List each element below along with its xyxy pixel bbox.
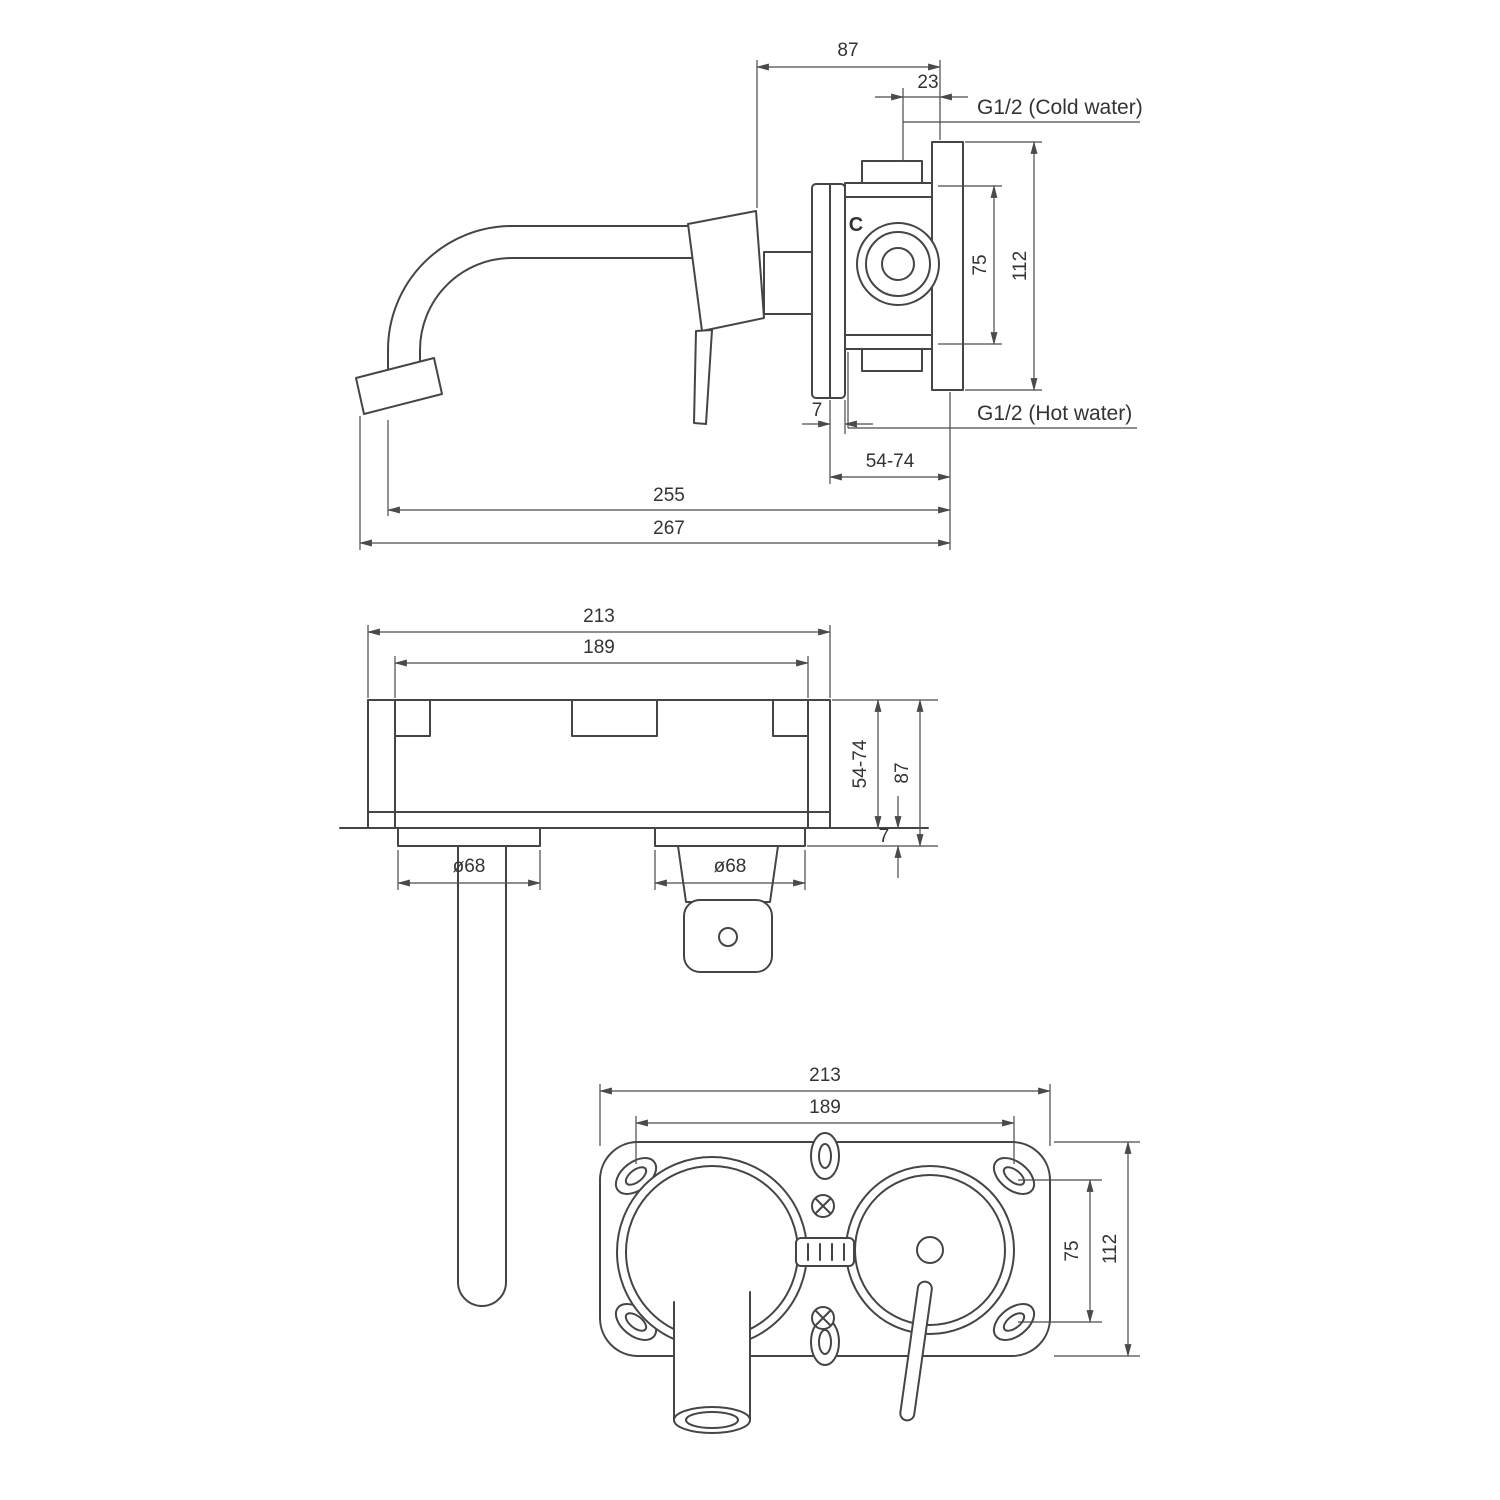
ear-slot [1002,1166,1026,1186]
body-tab-center [571,699,658,737]
spout-tube-mask [675,1296,749,1422]
spout-aerator-collar [355,357,443,415]
cold-water-label: G1/2 (Cold water) [977,96,1143,119]
dim-87: 87 [892,762,913,783]
spout-outer-outline [387,225,701,377]
dim-213: 213 [809,1065,841,1086]
rough-in-body [367,699,831,829]
front-view-dimensions: 213 189 75 112 [598,1065,1140,1358]
dim-189: 189 [809,1097,841,1118]
valve-outlet-circle-inner [881,247,915,281]
ear-outline [992,1157,1036,1195]
valve-top-port [861,160,923,184]
screw-slot [815,1310,831,1326]
screw [811,1306,835,1330]
dim-75: 75 [970,254,991,275]
handle-socket [718,927,738,947]
body-tab-right [772,699,809,737]
handle-lever [899,1280,933,1422]
handle-pivot [916,1236,944,1264]
ear-slot [624,1166,648,1186]
ear-outline [810,1132,840,1180]
handle-stem [763,251,813,315]
dim-54-74: 54-74 [866,451,915,472]
spout-inner-outline [419,257,701,369]
dim-213: 213 [583,606,615,627]
handle-escutcheon [654,827,806,847]
ear-slot [1002,1312,1026,1332]
ear-slot [818,1143,832,1169]
handle-lever-rod [693,329,713,425]
dim-267: 267 [653,518,685,539]
ear-slot [624,1312,648,1332]
ear-slot [818,1329,832,1355]
side-view: C [355,40,1143,550]
dim-255: 255 [653,485,685,506]
plan-view-dimensions: 213 189 ø68 ø68 54-74 87 7 [366,606,938,890]
ear-outline [992,1303,1036,1341]
mounting-ear [810,1132,840,1180]
dim-189: 189 [583,637,615,658]
plan-view-geometry [339,699,929,1307]
plan-view: 213 189 ø68 ø68 54-74 87 7 [339,606,938,1307]
hot-water-label: G1/2 (Hot water) [977,402,1132,425]
side-view-dimensions: 87 23 G1/2 (Cold water) 75 112 G1/2 (Hot… [358,40,1143,550]
screw-slot [815,1198,831,1214]
dim-7: 7 [879,826,890,847]
screw [811,1194,835,1218]
spout-tube-bore [685,1411,739,1429]
dim-75: 75 [1062,1240,1083,1261]
handle-knob [683,899,773,973]
dim-54-74: 54-74 [850,739,871,788]
spout-tube [457,845,507,1307]
front-view-geometry [599,1132,1051,1434]
mounting-ear [992,1303,1036,1341]
dim-23: 23 [917,72,938,93]
lever-rod [899,1280,933,1422]
handle-body [687,210,765,332]
dim-112: 112 [1010,251,1031,281]
spout-escutcheon [397,827,541,847]
dim-112: 112 [1100,1234,1121,1264]
dim-dia68-right: ø68 [714,856,747,877]
wall-plate [811,183,846,399]
cartridge-window [795,1237,855,1267]
valve-outlet-circle-mid [865,231,931,297]
side-view-geometry: C [355,141,964,425]
dim-7: 7 [812,400,823,421]
cold-marking: C [849,214,863,236]
mounting-ear [992,1157,1036,1195]
cartridge-window-frame [795,1237,855,1267]
dim-dia68-left: ø68 [453,856,486,877]
front-view: 213 189 75 112 [598,1065,1140,1434]
dim-87: 87 [837,40,858,61]
valve-outlet-circle-outer [856,222,940,306]
body-tab-left [394,699,431,737]
valve-bottom-port [861,348,923,372]
